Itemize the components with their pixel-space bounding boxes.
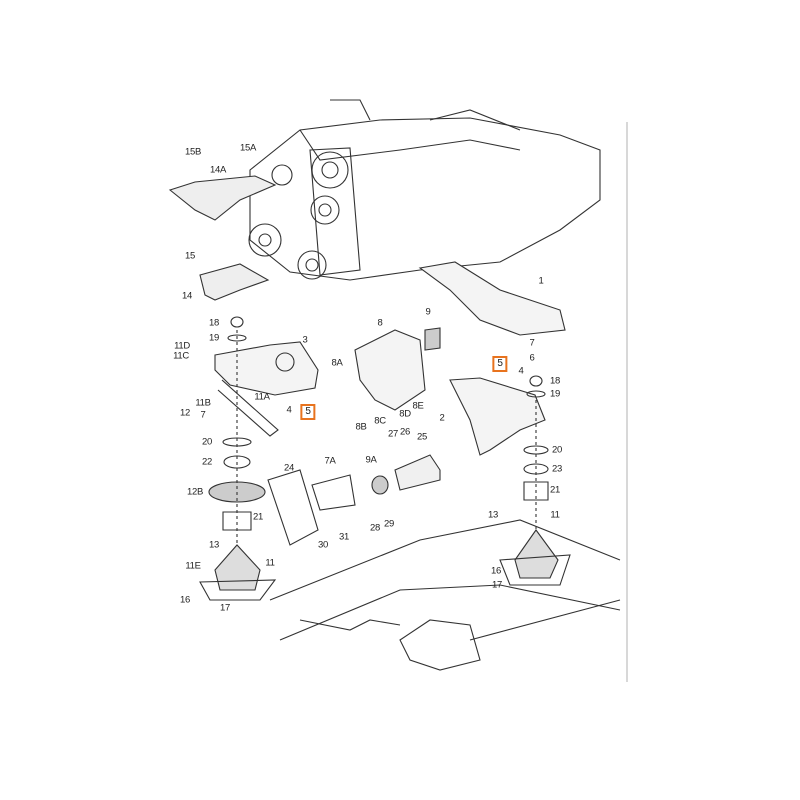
part-label: 8B	[355, 421, 367, 433]
part-label: 12B	[186, 486, 204, 498]
right-bracket-2	[449, 377, 546, 456]
right-mount-stack	[499, 375, 571, 586]
part-label: 2	[439, 412, 445, 424]
part-label: 24	[284, 462, 294, 474]
part-label: 28	[370, 522, 380, 534]
part-label: 8E	[412, 400, 424, 412]
highlighted-part-label: 5	[492, 356, 508, 372]
part-label: 13	[209, 539, 219, 551]
part-label: 19	[550, 388, 560, 400]
part-label: 17	[220, 602, 230, 614]
part-label: 27	[388, 428, 398, 440]
part-label: 11A	[254, 391, 270, 403]
part-label: 12	[180, 407, 190, 419]
part-label: 9A	[365, 454, 377, 466]
part-label: 26	[400, 426, 410, 438]
part-label: 16	[491, 565, 501, 577]
part-label: 4	[286, 404, 292, 416]
part-label: 11C	[173, 350, 189, 362]
page-divider	[626, 122, 628, 682]
part-label: 15B	[184, 146, 202, 158]
part-label: 29	[384, 518, 394, 530]
subframe	[269, 519, 621, 671]
bracket-8	[354, 327, 441, 411]
part-label: 15A	[239, 142, 257, 154]
part-label: 11B	[195, 397, 211, 409]
part-label: 8D	[399, 408, 411, 420]
part-label: 15	[185, 250, 195, 262]
part-label: 11	[265, 557, 275, 569]
damper-25	[371, 454, 441, 495]
part-label: 11D	[174, 340, 190, 352]
part-label: 21	[253, 511, 263, 523]
part-label: 4	[518, 365, 524, 377]
part-label: 23	[552, 463, 562, 475]
part-label: 7A	[324, 455, 336, 467]
part-label: 22	[202, 456, 212, 468]
part-label: 17	[492, 579, 502, 591]
part-label: 7	[529, 337, 535, 349]
part-label: 7	[200, 409, 206, 421]
part-label: 8	[377, 317, 383, 329]
heat-shield-14a	[168, 175, 277, 221]
part-label: 25	[417, 431, 427, 443]
part-label: 9	[425, 306, 431, 318]
heat-shield-14	[199, 263, 270, 301]
part-label: 8A	[331, 357, 343, 369]
part-label: 18	[209, 317, 219, 329]
crossmember-1	[418, 261, 566, 336]
part-label: 20	[552, 444, 562, 456]
highlighted-part-label: 5	[300, 404, 316, 420]
part-label: 11	[550, 509, 560, 521]
part-label: 6	[529, 352, 535, 364]
bracket-24	[267, 469, 356, 546]
part-label: 11E	[185, 560, 201, 572]
part-label: 20	[202, 436, 212, 448]
part-label: 3	[302, 334, 308, 346]
part-label: 14A	[209, 164, 227, 176]
part-label: 30	[318, 539, 328, 551]
part-label: 21	[550, 484, 560, 496]
part-label: 1	[538, 275, 544, 287]
part-label: 8C	[374, 415, 386, 427]
part-label: 31	[339, 531, 349, 543]
belt-pulleys	[248, 147, 361, 280]
left-bracket	[214, 341, 319, 437]
part-label: 16	[180, 594, 190, 606]
part-label: 19	[209, 332, 219, 344]
part-label: 14	[182, 290, 192, 302]
engine-block	[249, 99, 601, 281]
left-mount-stack	[199, 316, 277, 601]
part-label: 13	[488, 509, 498, 521]
part-label: 18	[550, 375, 560, 387]
